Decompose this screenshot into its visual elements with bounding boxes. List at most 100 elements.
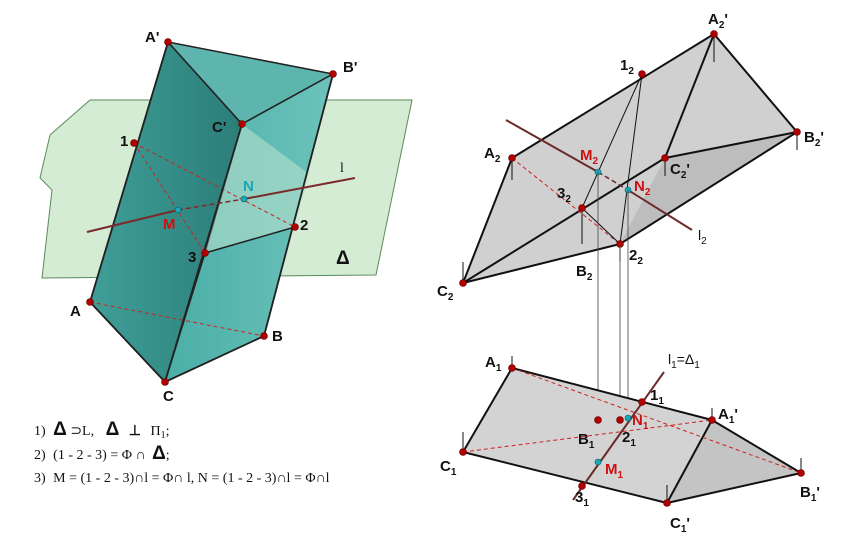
step-2-delta: Δ — [152, 443, 166, 464]
pt-b2p — [793, 128, 801, 136]
label-l: l — [340, 161, 344, 176]
pt-a1p — [708, 416, 716, 424]
step-1-perp: ⊥ — [129, 424, 141, 439]
prism-hidden-edge-ab — [89, 301, 265, 337]
label-b: B — [272, 328, 283, 345]
line-l-hidden — [177, 198, 245, 211]
step-3-text: M = (1 - 2 - 3)∩l = Φ∩ l, N = (1 - 2 - 3… — [53, 471, 330, 486]
prism-edge-aa — [89, 41, 169, 303]
label-a: A — [70, 303, 81, 320]
point-n — [240, 195, 248, 203]
label-b2p: B2' — [804, 129, 824, 149]
label-b1: B1 — [578, 431, 595, 451]
pt-a2 — [508, 154, 516, 162]
pt-a1 — [508, 364, 516, 372]
pt-11 — [638, 398, 646, 406]
step-1: 1) Δ ⊃L, Δ ⊥ Π1; — [34, 419, 170, 441]
label-12: 12 — [620, 57, 634, 77]
edge-a1p-c1p — [666, 419, 713, 504]
line-l-visible-right — [243, 177, 356, 200]
top-proj-right-face — [667, 420, 801, 503]
line-l2-hidden — [597, 171, 629, 191]
label-b-prime: B' — [343, 59, 357, 76]
line-l1 — [572, 371, 665, 501]
edge-c1-a1 — [462, 367, 513, 453]
pt-31 — [578, 482, 586, 490]
label-n1: N1 — [632, 412, 649, 432]
step-1-delta-a: Δ — [53, 419, 67, 440]
vertex-c-prime — [238, 120, 246, 128]
pt-c1 — [459, 448, 467, 456]
left-figure: A' B' C' 1 2 3 A B C M N l Δ — [39, 29, 413, 405]
point-3 — [201, 249, 209, 257]
label-a1p: A1' — [718, 406, 738, 426]
step-1-delta-b: Δ — [106, 419, 120, 440]
label-a2p: A2' — [708, 11, 728, 31]
label-a2: A2 — [484, 145, 501, 165]
step-1-pi: Π — [150, 424, 160, 439]
step-3: 3) M = (1 - 2 - 3)∩l = Φ∩ l, N = (1 - 2 … — [34, 471, 330, 486]
vertex-a-prime — [164, 38, 172, 46]
edge-c2-b2 — [462, 243, 621, 284]
label-c-prime: C' — [212, 119, 226, 136]
section-edge-1-3 — [133, 142, 206, 254]
label-c2: C2 — [437, 283, 454, 303]
pt-21 — [616, 416, 624, 424]
label-b1p: B1' — [800, 484, 820, 504]
label-c: C — [163, 388, 174, 405]
label-1: 1 — [120, 133, 128, 150]
right-bottom-projection: A1 C1 B1 A1' B1' C1' 11 21 31 N1 M1 l1=Δ… — [440, 351, 820, 535]
label-22: 22 — [629, 247, 643, 267]
label-b2: B2 — [576, 263, 593, 283]
pt-12 — [638, 70, 646, 78]
step-2-num: 2) — [34, 448, 46, 463]
pt-c2 — [459, 279, 467, 287]
label-n: N — [243, 178, 254, 195]
edge-c2p-b2p — [664, 131, 798, 159]
step-2-end: ; — [166, 448, 170, 463]
hidden-a1-b1p — [511, 367, 802, 474]
section-1-3 — [581, 73, 643, 209]
label-a-prime: A' — [145, 29, 159, 46]
edge-a2-c2 — [462, 157, 513, 284]
vertex-a — [86, 298, 94, 306]
line-l2-right — [627, 189, 693, 231]
pt-n1 — [624, 414, 632, 422]
label-21: 21 — [622, 429, 636, 449]
pt-b1 — [594, 416, 602, 424]
edge-c1p-c1 — [462, 451, 668, 504]
vertex-b-prime — [329, 70, 337, 78]
line-l2-left — [505, 119, 599, 173]
vertex-b — [260, 332, 268, 340]
section-edge-3-2 — [204, 226, 296, 254]
right-top-projection: A2' B2' C2' A2 C2 B2 12 22 32 M2 N2 l2 — [437, 11, 824, 303]
front-proj-body — [463, 34, 797, 283]
label-31: 31 — [575, 489, 589, 509]
edge-c2-c2p — [462, 157, 666, 284]
label-3: 3 — [188, 249, 196, 266]
step-1-num: 1) — [34, 424, 46, 439]
prism-edge-bb — [263, 73, 334, 337]
vertex-c — [161, 378, 169, 386]
step-1-end: ; — [166, 424, 170, 439]
step-2-text: (1 - 2 - 3) = Φ ∩ — [53, 448, 145, 463]
section-3-2 — [581, 207, 621, 245]
label-11: 11 — [650, 387, 664, 407]
label-l2: l2 — [698, 227, 707, 247]
edge-a2p-c2p — [664, 33, 715, 159]
solution-steps: 1) Δ ⊃L, Δ ⊥ Π1; 2) (1 - 2 - 3) = Φ ∩ Δ;… — [34, 419, 330, 486]
label-c1: C1 — [440, 458, 457, 478]
label-c1p: C1' — [670, 515, 690, 535]
pt-32 — [578, 204, 586, 212]
line-l-visible-left — [86, 209, 179, 233]
label-l1: l1=Δ1 — [668, 351, 700, 371]
prism-edge-cb — [164, 335, 265, 383]
section-1-2 — [619, 73, 643, 245]
pt-b1p — [797, 469, 805, 477]
edge-a2-a2p — [511, 33, 715, 159]
label-c2p: C2' — [670, 161, 690, 181]
prism-edge-ac — [89, 301, 166, 383]
edge-b2-b2p — [619, 131, 798, 245]
